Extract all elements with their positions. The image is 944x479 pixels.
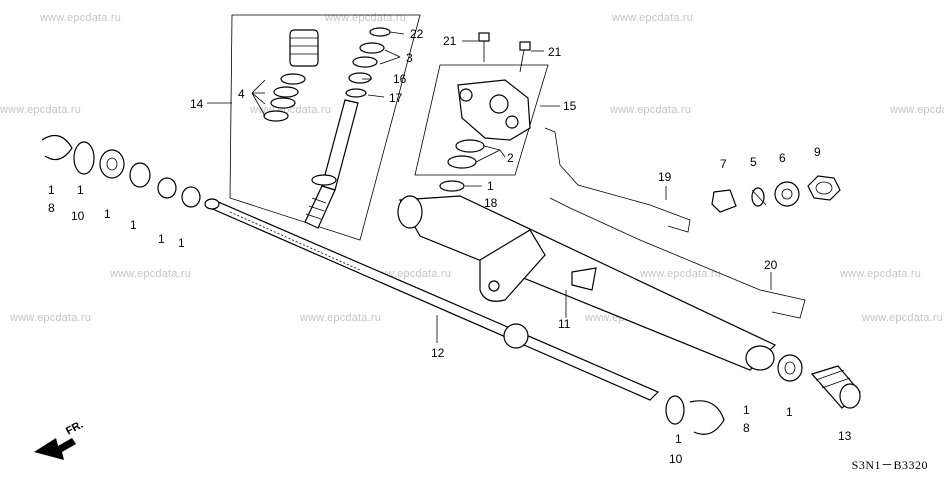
- callout-15: 15: [563, 99, 577, 113]
- watermark: www.epcdata.ru: [640, 268, 722, 280]
- watermark: www.epcdata.ru: [300, 312, 382, 324]
- rack-12: [204, 198, 660, 401]
- bushing-10-left: [73, 141, 95, 175]
- circlip-8-left: [41, 134, 73, 161]
- pinion-shaft: [304, 99, 359, 229]
- callout-8-left: 8: [48, 201, 55, 215]
- watermark: www.epcdata.ru: [610, 104, 692, 116]
- watermark: www.epcdata.ru: [110, 268, 192, 280]
- locknut-9: [807, 175, 841, 201]
- callout-7: 7: [720, 157, 727, 171]
- seal-washers: [345, 27, 391, 98]
- callout-9: 9: [814, 145, 821, 159]
- callout-1-ring-c: 1: [158, 232, 165, 246]
- boot-13: [810, 365, 861, 409]
- seal-ring-right: [777, 354, 803, 382]
- watermark: www.epcdata.ru: [840, 268, 922, 280]
- callout-13: 13: [838, 429, 852, 443]
- watermark: www.epcdata.ru: [862, 312, 944, 324]
- callout-1-ring-a: 1: [104, 207, 111, 221]
- callout-1-ring-b: 1: [130, 218, 137, 232]
- watermark: www.epcdata.ru: [0, 104, 82, 116]
- bolt-21-right: [519, 41, 531, 73]
- return-tube-20: [549, 197, 806, 319]
- bolt-21-left: [478, 32, 490, 62]
- callout-10-left: 10: [71, 209, 85, 223]
- callout-14: 14: [190, 97, 204, 111]
- seal-ring-1d: [181, 186, 201, 208]
- watermark: www.epcdata.ru: [890, 104, 944, 116]
- callout-1-valve: 1: [487, 179, 494, 193]
- callout-1-right: 1: [786, 405, 793, 419]
- diagram-code: S3N1－B3320: [851, 458, 928, 472]
- callout-10-lower: 10: [669, 452, 683, 466]
- callout-21-right: 21: [548, 45, 562, 59]
- callout-3: 3: [406, 51, 413, 65]
- callout-22: 22: [410, 27, 424, 41]
- callout-11: 11: [558, 317, 571, 331]
- cap-7: [711, 189, 737, 213]
- callout-1-ring-d: 1: [178, 236, 185, 250]
- callout-21-left: 21: [443, 34, 457, 48]
- group-box-15: [414, 64, 549, 176]
- watermark: www.epcdata.ru: [10, 312, 92, 324]
- callout-2: 2: [507, 151, 514, 165]
- feed-tube-19: [544, 127, 691, 233]
- callout-1-lower-bushing: 1: [675, 432, 682, 446]
- callout-19: 19: [658, 170, 672, 184]
- washer-18: [439, 180, 465, 192]
- spring-5: [751, 187, 767, 207]
- watermark: www.epcdata.ru: [40, 12, 122, 24]
- callout-20: 20: [764, 258, 778, 272]
- callout-1-bushing-left: 1: [77, 183, 84, 197]
- pinion-boot: [289, 29, 319, 67]
- gear-housing-11: [397, 195, 777, 371]
- callout-1-lower-circlip: 1: [743, 403, 750, 417]
- callout-18: 18: [484, 196, 498, 210]
- bushing-10-lower: [665, 395, 685, 425]
- bearing-set-4: [263, 73, 306, 122]
- group-box-14: [229, 14, 421, 241]
- callout-4: 4: [238, 87, 245, 101]
- callout-17: 17: [389, 91, 403, 105]
- seal-ring-1c: [157, 177, 177, 199]
- callout-16: 16: [393, 72, 407, 86]
- valve-housing: [447, 79, 531, 169]
- callout-8-lower: 8: [743, 421, 750, 435]
- seal-ring-1b: [129, 162, 151, 188]
- callout-12: 12: [431, 346, 445, 360]
- bushing-6: [774, 181, 800, 207]
- front-arrow-icon: [34, 438, 76, 460]
- callout-5: 5: [750, 155, 757, 169]
- seal-ring-1a: [99, 149, 125, 179]
- circlip-8-lower: [689, 400, 725, 435]
- callout-1-circlip-left: 1: [48, 183, 55, 197]
- watermark: www.epcdata.ru: [612, 12, 694, 24]
- callout-6: 6: [779, 151, 786, 165]
